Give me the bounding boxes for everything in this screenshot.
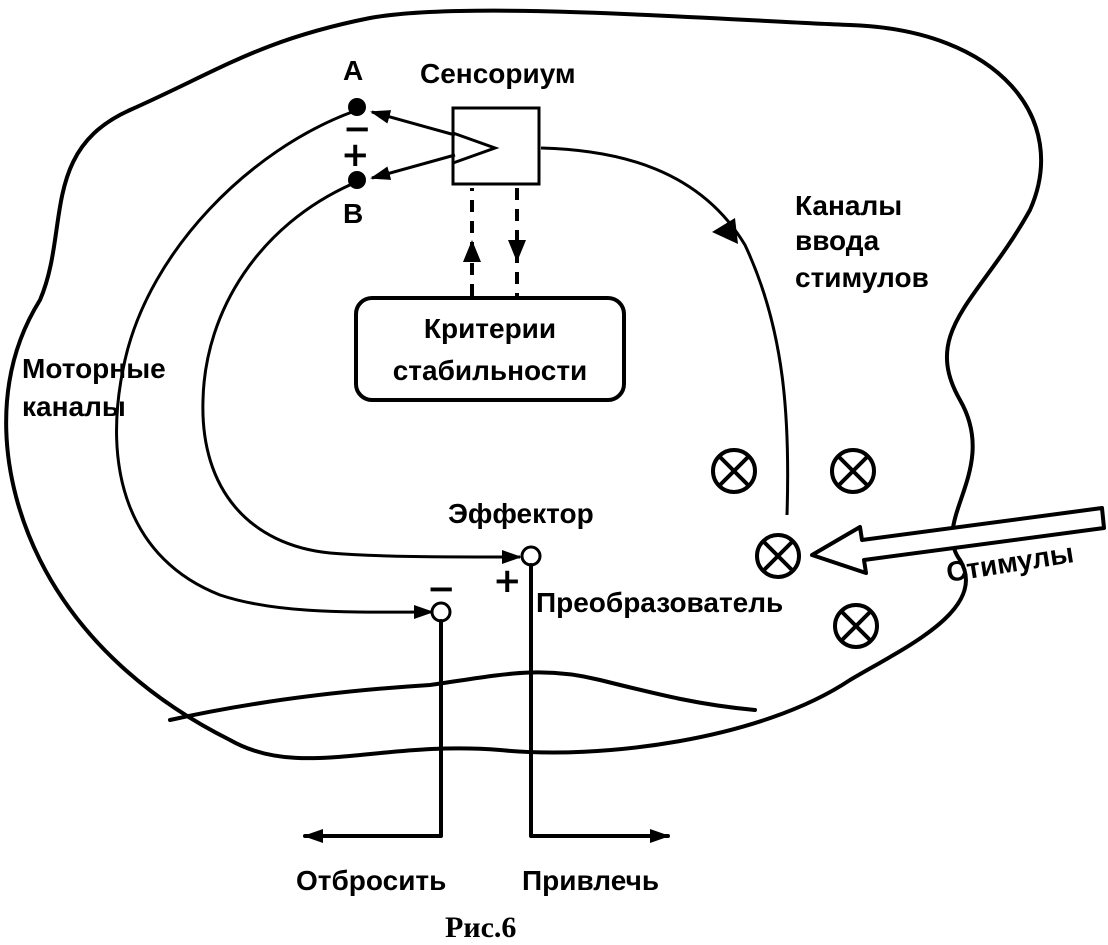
- figure-caption: Рис.6: [445, 911, 516, 944]
- point-b-sign: +: [341, 135, 370, 175]
- motor-channel-b: [201, 182, 522, 564]
- criteria-up-arrow: [463, 240, 481, 262]
- receptor-icon: [830, 448, 876, 494]
- point-a: [348, 98, 366, 116]
- input-channel-arrow: [712, 218, 738, 244]
- point-a-label: A: [343, 55, 363, 86]
- plus-terminal: [520, 545, 542, 567]
- transducer-label: Преобразователь: [536, 587, 783, 618]
- transducer-receptor-icon: [755, 533, 801, 579]
- input-channels-label-line1: Каналы: [795, 190, 902, 221]
- criteria-box: [354, 296, 626, 402]
- effector-label: Эффектор: [448, 498, 594, 529]
- motor-channels-label-line2: каналы: [22, 391, 126, 422]
- input-channels-label-line2: ввода: [795, 225, 880, 256]
- sensorium-box: [451, 106, 541, 186]
- stimulus-arrow: [810, 506, 1106, 575]
- motor-channels-label-line1: Моторные: [22, 353, 166, 384]
- input-channels-label-line3: стимулов: [795, 262, 929, 293]
- receptor-icon: [711, 448, 757, 494]
- attract-output: [529, 563, 670, 843]
- motor-channel-a: [115, 110, 434, 620]
- sensorium-to-a: [370, 110, 456, 137]
- criteria-down-arrow: [508, 240, 526, 262]
- sensorium-to-b: [370, 153, 456, 180]
- sensorium-comparator: [452, 131, 500, 165]
- reject-minus-sign: −: [427, 569, 456, 609]
- sensorium-label: Сенсориум: [420, 58, 576, 89]
- boundary-divider: [168, 670, 757, 722]
- input-channel: [540, 146, 790, 516]
- point-a-sign: −: [343, 109, 372, 149]
- reject-output: [303, 619, 443, 843]
- receptor-icon: [833, 603, 879, 649]
- point-b-label: B: [343, 198, 363, 229]
- attract-label: Привлечь: [522, 865, 659, 896]
- point-b: [348, 171, 366, 189]
- reject-label: Отбросить: [296, 865, 446, 896]
- organism-boundary: [4, 8, 1044, 761]
- criteria-label-line2: стабильности: [393, 355, 588, 386]
- effector-plus-sign: +: [493, 561, 522, 601]
- criteria-label-line1: Критерии: [424, 313, 556, 344]
